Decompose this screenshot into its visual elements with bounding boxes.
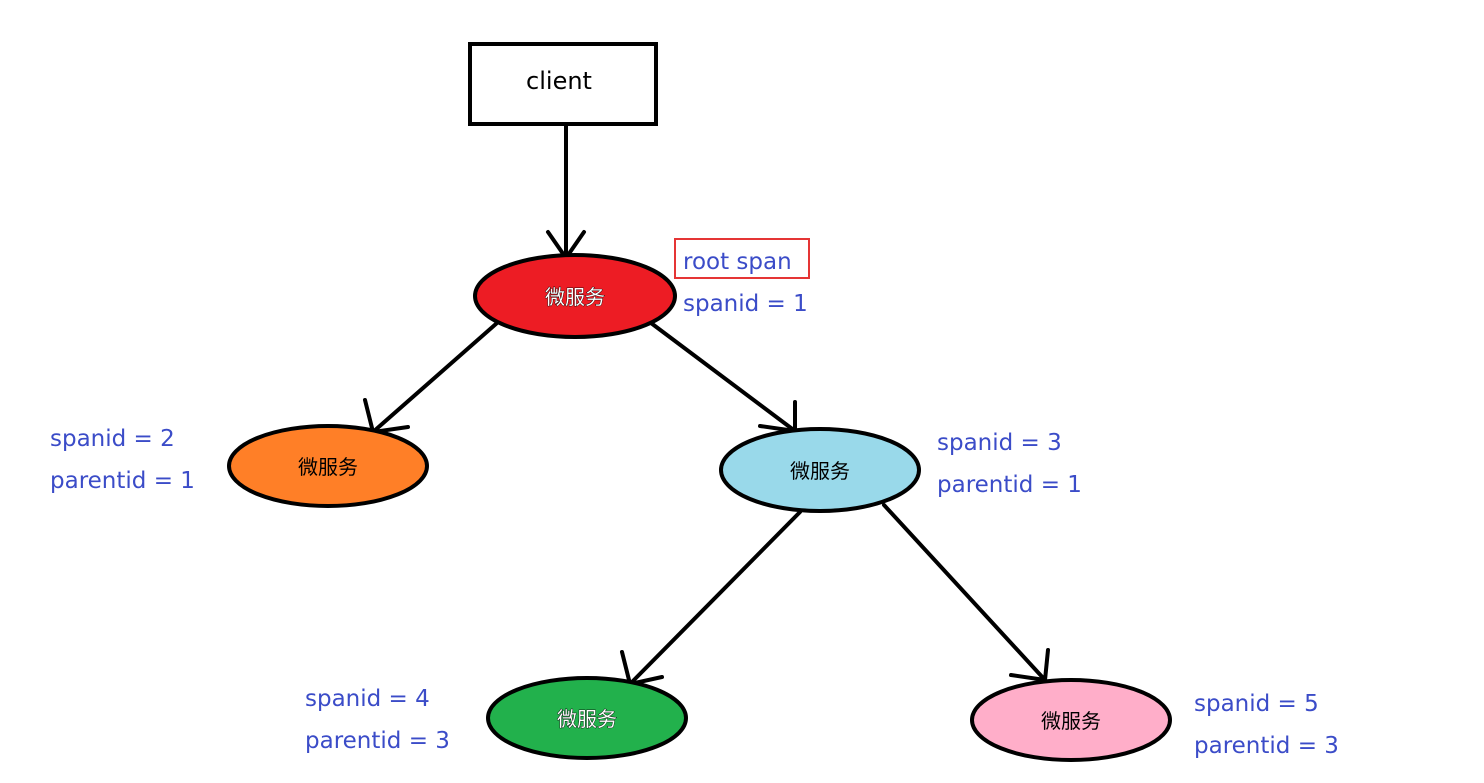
root-spanid: spanid = 1 [683,291,808,317]
service-label-2: 微服务 [298,455,358,479]
service-label-5: 微服务 [1041,709,1101,733]
root-span-tag: root span [683,249,792,275]
service-node-root: 微服务 [473,253,677,339]
service-ellipse-3 [719,427,921,513]
annotation-root: root span spanid = 1 [674,238,810,317]
node4-spanid: spanid = 4 [305,686,430,712]
node3-parentid: parentid = 1 [937,472,1082,498]
client-box [468,42,658,126]
service-ellipse-2 [227,424,429,508]
edge-client-to-root [546,122,586,260]
client-label: client [526,67,592,95]
node3-spanid: spanid = 3 [937,430,1062,456]
edges [363,122,1050,686]
node4-parentid: parentid = 3 [305,728,450,754]
service-node-4: 微服务 [486,676,688,760]
annotation-node4: spanid = 4 parentid = 3 [305,686,450,754]
service-ellipse-4 [486,676,688,760]
edge-node3-to-node4 [620,510,802,686]
node5-parentid: parentid = 3 [1194,733,1339,759]
service-ellipse-5 [970,678,1172,762]
edge-root-to-node2 [363,321,499,434]
annotation-node5: spanid = 5 parentid = 3 [1194,691,1339,759]
service-node-2: 微服务 [227,424,429,508]
client-node: client [468,42,658,126]
service-label-root: 微服务 [545,285,605,309]
service-label-3: 微服务 [790,459,850,483]
service-ellipse-root [473,253,677,339]
service-node-3: 微服务 [719,427,921,513]
root-span-highlight-box [674,238,810,279]
edge-root-to-node3 [649,321,797,433]
node2-spanid: spanid = 2 [50,426,175,452]
service-label-4: 微服务 [557,707,617,731]
service-node-5: 微服务 [970,678,1172,762]
node5-spanid: spanid = 5 [1194,691,1319,717]
annotation-node2: spanid = 2 parentid = 1 [50,426,195,494]
node2-parentid: parentid = 1 [50,468,195,494]
edge-node3-to-node5 [882,503,1050,682]
annotation-node3: spanid = 3 parentid = 1 [937,430,1082,498]
